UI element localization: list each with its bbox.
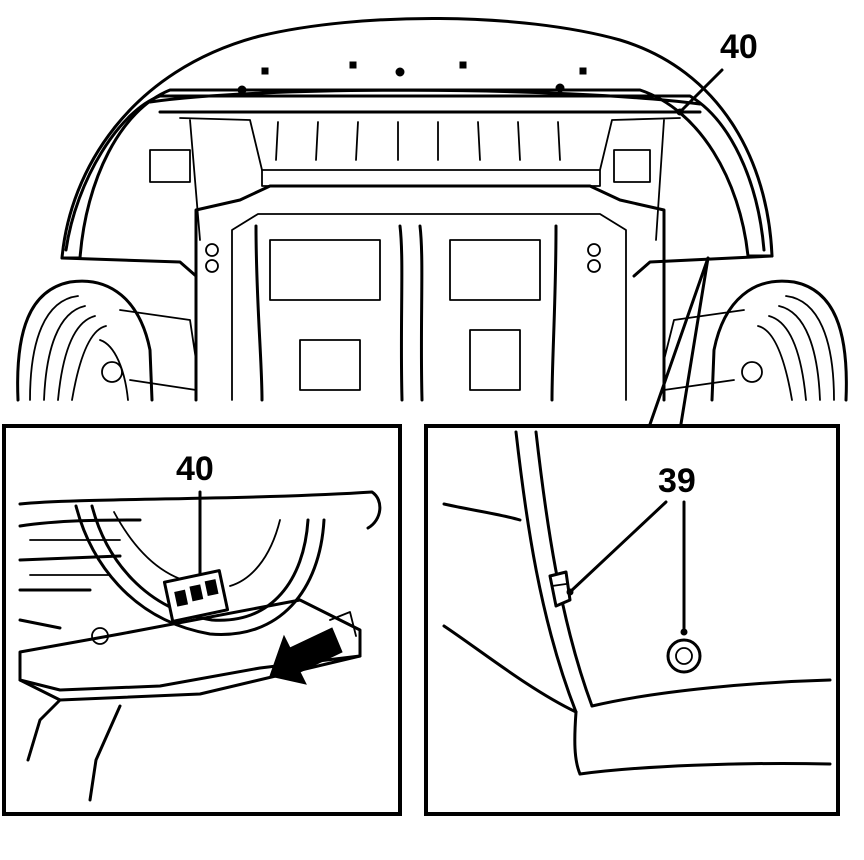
main-rear-view: 40 (16, 17, 848, 432)
lower-push-fastener (666, 638, 702, 674)
direction-arrow (269, 627, 343, 685)
right-wheel (710, 279, 848, 402)
detail-right-fasteners: 39 (424, 424, 840, 816)
detail-left-bumper-callout: 40 (176, 450, 214, 488)
detail-right-fastener-callout: 39 (658, 462, 696, 500)
main-bumper-callout: 40 (720, 28, 758, 66)
upper-clip (548, 570, 572, 608)
left-wheel (16, 279, 154, 402)
bumper-ribs (275, 121, 561, 161)
detail-left-connector: 40 (2, 424, 402, 816)
electrical-connector (162, 569, 230, 623)
